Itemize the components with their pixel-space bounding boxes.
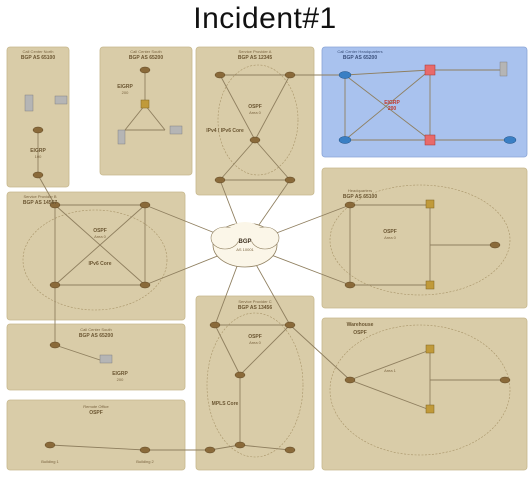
zone-sp-b [6,191,186,321]
zone-title: Warehouse [347,322,374,328]
zone-sp-c [195,295,315,471]
router-icon [44,441,56,449]
zone-cc-hq [321,46,528,158]
router-icon [214,71,226,79]
zone-title: Service Provider C [238,299,271,304]
zone-title: Headquarters [348,188,372,193]
zone-hq [321,167,528,309]
router-icon [214,176,226,184]
zone-title: Remote Office [83,404,109,409]
zone-cc-south-top [99,46,193,176]
pc-icon [99,354,113,364]
zone-core: MPLS Core [212,401,239,407]
switch-icon [424,134,436,146]
router-icon [344,281,356,289]
pc-icon [169,125,183,135]
zone-cc-north [6,46,70,188]
router-icon [49,341,61,349]
cloud-label: BGP [238,239,251,245]
switch-icon [424,64,436,76]
zone-proto: OSPF [383,229,397,235]
zone-proto: EIGRP [384,100,400,106]
zone-sp-a [195,46,315,196]
router-icon [49,201,61,209]
zone-title: Service Provider B [23,194,56,199]
router-icon [284,446,296,454]
zone-bgp: BGP AS 65200 [129,55,163,61]
pc-icon [54,95,68,105]
zone-proto-sub: Area 0 [249,340,262,345]
zone-proto-sub: 200 [388,106,397,112]
zone-proto: OSPF [353,330,367,336]
zone-proto-sub: Area 0 [94,234,107,239]
zone-proto-sub: Area 1 [384,368,397,373]
router-icon [344,201,356,209]
zone-title: Service Provider A [239,49,272,54]
zone-title: Call Center North [23,49,54,54]
router-icon [234,441,246,449]
zone-bgp: BGP AS 12345 [238,55,272,61]
router-icon [204,446,216,454]
router-icon [32,126,44,134]
zone-proto-sub: 200 [117,377,124,382]
zone-warehouse [321,317,528,471]
router-icon [489,241,501,249]
zone-core: IPv6 Core [88,261,111,267]
zone-title: Call Center South [80,327,112,332]
zone-cc-south [6,323,186,391]
zone-bgp: BGP AS 65100 [343,194,377,200]
router-icon [139,281,151,289]
bgp-cloud: BGP AS 10001 [210,222,280,268]
zone-core: IPv4 / IPv6 Core [206,128,244,134]
building-label: Building 2 [136,459,154,464]
zone-proto-sub: Area 0 [249,110,262,115]
switch-icon [425,280,435,290]
zone-proto-sub: 100 [35,154,42,159]
router-icon [234,371,246,379]
cloud-sub: AS 10001 [236,247,254,252]
router-icon [32,171,44,179]
server-icon [499,61,508,77]
router-icon [139,446,151,454]
building-label: Building 1 [41,459,59,464]
router-icon [284,71,296,79]
zone-proto: EIGRP [30,148,46,154]
zone-remote [6,399,186,471]
zone-proto: OSPF [93,228,107,234]
router-icon [338,136,352,144]
router-icon [209,321,221,329]
router-icon [49,281,61,289]
zone-proto: OSPF [248,104,262,110]
router-icon [249,136,261,144]
zone-title: Call Center South [130,49,162,54]
router-icon [284,321,296,329]
switch-icon [425,199,435,209]
router-icon [139,66,151,74]
router-icon [284,176,296,184]
zone-bgp: BGP AS 65200 [79,333,113,339]
router-icon [344,376,356,384]
zone-title: Call Center Headquarters [337,49,382,54]
diagram-title: Incident#1 [193,2,337,35]
router-icon [503,136,517,144]
router-icon [338,71,352,79]
zone-bgp: BGP AS 13456 [238,305,272,311]
zone-bgp: BGP AS 65200 [343,55,377,61]
zone-proto: OSPF [89,410,103,416]
router-icon [499,376,511,384]
zone-proto-sub: Area 0 [384,235,397,240]
switch-icon [425,344,435,354]
switch-icon [425,404,435,414]
zone-bgp: BGP AS 65100 [21,55,55,61]
router-icon [139,201,151,209]
zone-proto: OSPF [248,334,262,340]
zone-proto: EIGRP [112,371,128,377]
switch-icon [140,99,150,109]
zone-proto: EIGRP [117,84,133,90]
zone-bgp: BGP AS 14567 [23,200,57,206]
zone-proto-sub: 200 [122,90,129,95]
server-icon [24,94,34,112]
server-icon [117,129,126,145]
